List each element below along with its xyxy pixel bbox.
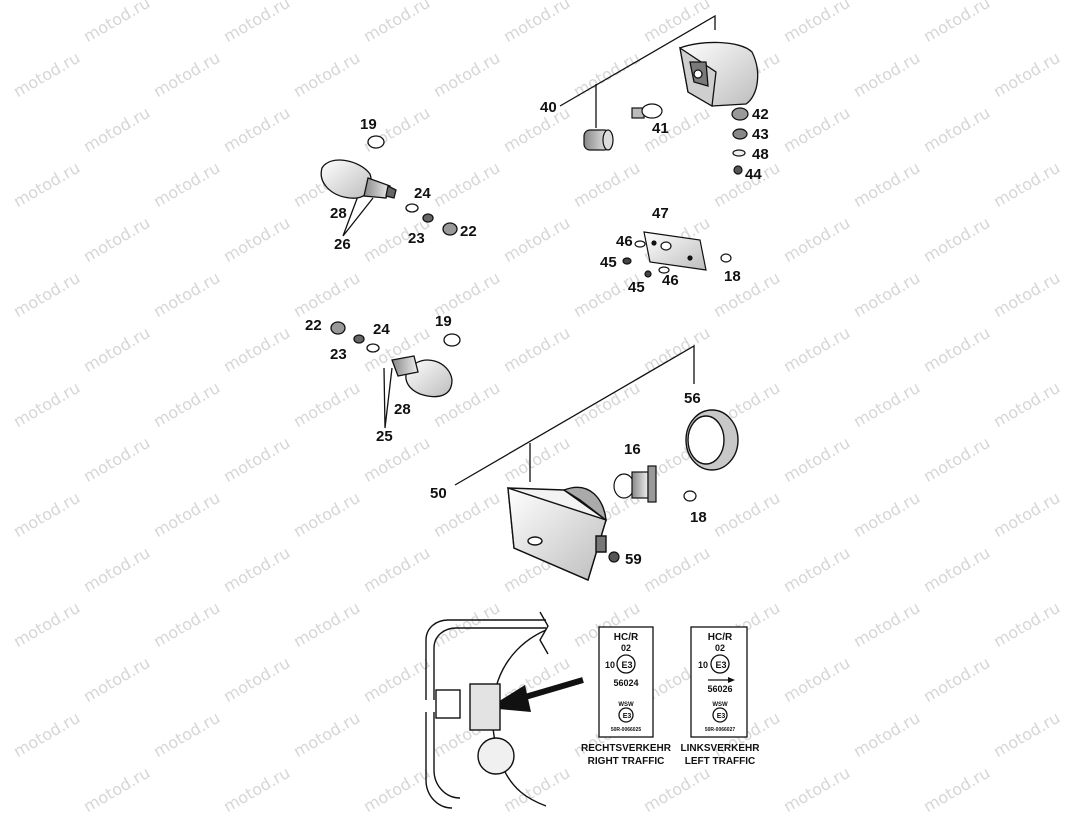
right-label-left-num: 10 bbox=[605, 660, 615, 670]
callout-46-lower: 46 bbox=[662, 272, 679, 289]
callout-40: 40 bbox=[540, 99, 557, 116]
callout-25: 25 bbox=[376, 428, 393, 445]
right-label-mark-2: E3 bbox=[623, 713, 632, 720]
leader-40 bbox=[559, 14, 716, 107]
detail-inset bbox=[425, 611, 549, 809]
callout-18-upper: 18 bbox=[724, 268, 741, 285]
left-caption-de: LINKSVERKEHR bbox=[681, 743, 761, 754]
right-label-top: HC/R bbox=[614, 632, 639, 643]
callout-56: 56 bbox=[684, 390, 701, 407]
callout-22-lower: 22 bbox=[305, 317, 322, 334]
right-caption-en: RIGHT TRAFFIC bbox=[588, 756, 665, 767]
screw-59 bbox=[608, 551, 620, 563]
left-label-mark-2: E3 bbox=[717, 713, 726, 720]
right-label-wsw: WSW bbox=[618, 702, 634, 708]
turn-signal-lower bbox=[330, 321, 461, 398]
left-label-number: 56026 bbox=[707, 684, 732, 694]
bulb-16 bbox=[613, 465, 657, 503]
grommets-42-44 bbox=[731, 107, 749, 175]
left-caption-en: LEFT TRAFFIC bbox=[685, 756, 756, 767]
left-label-bottom-num: 50R-0066027 bbox=[705, 727, 736, 733]
turn-signal-upper bbox=[320, 135, 458, 236]
right-label-code: 02 bbox=[621, 643, 631, 653]
callout-28-lower: 28 bbox=[394, 401, 411, 418]
callout-45-upper: 45 bbox=[600, 254, 617, 271]
callout-46-upper: 46 bbox=[616, 233, 633, 250]
callout-48: 48 bbox=[752, 146, 769, 163]
leader-25 bbox=[383, 367, 393, 429]
left-label-left-num: 10 bbox=[698, 660, 708, 670]
callout-50: 50 bbox=[430, 485, 447, 502]
right-label-bottom-num: 50R-0066025 bbox=[611, 727, 642, 733]
callout-23-lower: 23 bbox=[330, 346, 347, 363]
left-label-top: HC/R bbox=[708, 632, 733, 643]
license-light-47 bbox=[622, 231, 732, 278]
headlight-housing-upper bbox=[679, 41, 759, 108]
right-label-mark: E3 bbox=[621, 660, 632, 670]
callout-47: 47 bbox=[652, 205, 669, 222]
headlight-50 bbox=[507, 486, 607, 581]
callout-43: 43 bbox=[752, 126, 769, 143]
approval-label-left-box bbox=[690, 626, 748, 738]
left-label-wsw: WSW bbox=[712, 702, 728, 708]
callout-24-upper: 24 bbox=[414, 185, 431, 202]
traffic-arrow bbox=[728, 677, 735, 683]
callout-19-upper: 19 bbox=[360, 116, 377, 133]
callout-24-lower: 24 bbox=[373, 321, 390, 338]
callout-41: 41 bbox=[652, 120, 669, 137]
bulb-18-lower bbox=[683, 490, 697, 502]
callout-28-upper: 28 bbox=[330, 205, 347, 222]
bulb-41 bbox=[631, 103, 663, 119]
ring-56 bbox=[685, 409, 739, 471]
approval-label-right-box bbox=[598, 626, 654, 738]
callout-23-upper: 23 bbox=[408, 230, 425, 247]
left-label-mark: E3 bbox=[715, 660, 726, 670]
right-caption-de: RECHTSVERKEHR bbox=[581, 743, 672, 754]
callout-44: 44 bbox=[745, 166, 762, 183]
right-label-number: 56024 bbox=[613, 678, 638, 688]
callout-45-lower: 45 bbox=[628, 279, 645, 296]
bulb-socket-40 bbox=[583, 129, 614, 151]
callout-19-lower: 19 bbox=[435, 313, 452, 330]
left-label-code: 02 bbox=[715, 643, 725, 653]
callout-22-upper: 22 bbox=[460, 223, 477, 240]
callout-42: 42 bbox=[752, 106, 769, 123]
callout-16: 16 bbox=[624, 441, 641, 458]
callout-59: 59 bbox=[625, 551, 642, 568]
callout-26: 26 bbox=[334, 236, 351, 253]
leader-26 bbox=[342, 195, 374, 237]
callout-18-lower: 18 bbox=[690, 509, 707, 526]
leader-50 bbox=[454, 344, 695, 486]
